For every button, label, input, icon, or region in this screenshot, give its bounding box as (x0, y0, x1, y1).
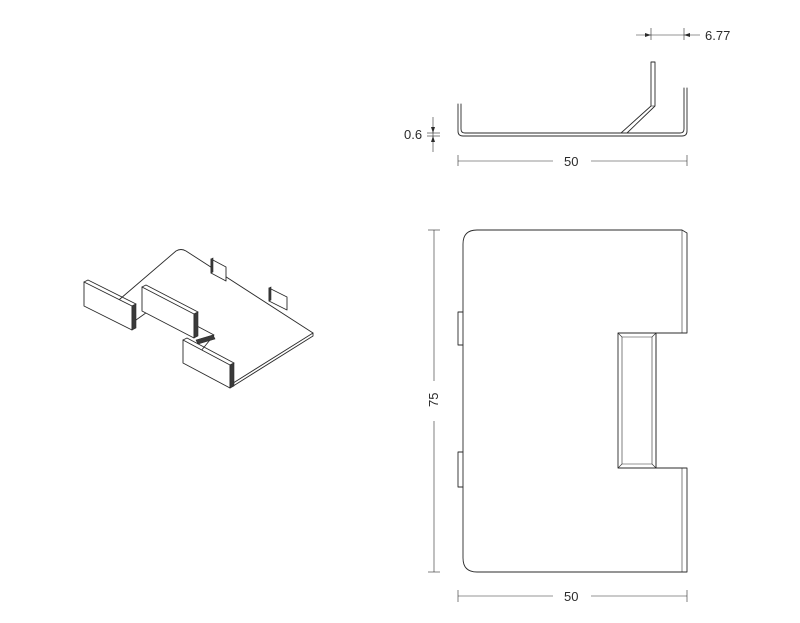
iso-middle-flange-side (193, 311, 199, 339)
dim-thickness: 0.6 (404, 117, 440, 152)
plan-view: 75 50 (426, 229, 688, 604)
dim-thickness-label: 0.6 (404, 127, 422, 142)
dim-tab-offset-label: 6.77 (705, 28, 730, 43)
iso-front-left-flange (83, 281, 133, 331)
dim-plan-height-label: 75 (426, 393, 441, 407)
plan-notch (617, 332, 657, 469)
side-profile-outer (457, 87, 688, 137)
side-profile-inner (460, 87, 685, 134)
iso-rear-tab-left-edge (210, 257, 214, 274)
isometric-view (83, 249, 314, 389)
dim-side-width: 50 (457, 154, 688, 169)
iso-rear-tab-right-edge (268, 286, 272, 302)
plan-notch-inner (621, 336, 653, 465)
dim-plan-height: 75 (426, 229, 441, 573)
iso-front-right-flange-side (229, 362, 235, 389)
dim-side-width-label: 50 (564, 154, 578, 169)
plan-outline (462, 229, 688, 573)
plan-left-tab-lower (457, 451, 464, 488)
dim-plan-width-label: 50 (564, 589, 578, 604)
side-slanted-tab (620, 61, 656, 134)
plan-left-tab-upper (457, 311, 464, 346)
dim-plan-width: 50 (457, 589, 688, 604)
iso-base-plate (112, 249, 314, 386)
iso-slot-strip (195, 334, 216, 345)
iso-front-left-flange-side (131, 303, 137, 331)
dim-tab-offset: 6.77 (636, 28, 730, 43)
side-view: 6.77 0.6 50 (404, 28, 730, 169)
plan-notch-lip (617, 332, 657, 469)
